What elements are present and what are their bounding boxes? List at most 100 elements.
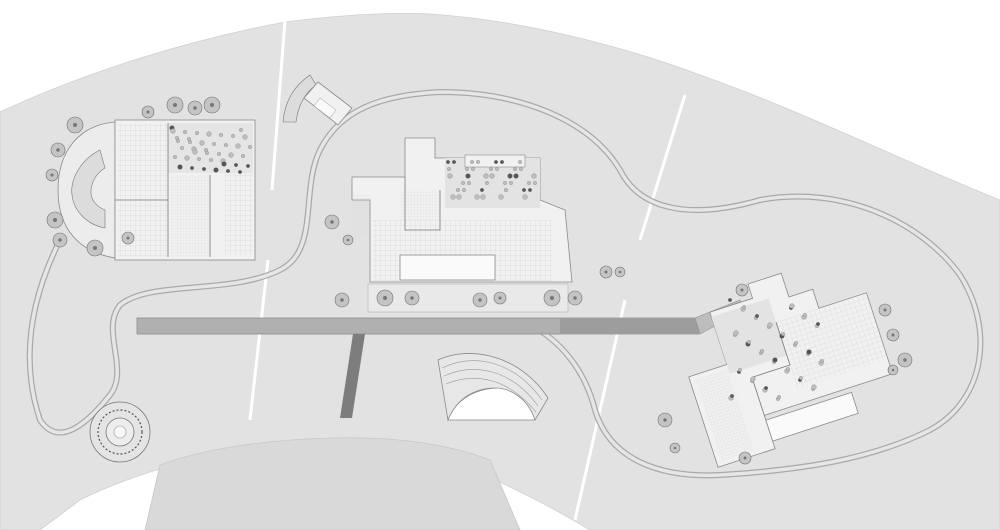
shrub-icon [184,155,190,161]
tree-icon [669,442,681,454]
shrub-icon [528,188,532,192]
shrub-icon [462,188,466,192]
shrub-icon [495,167,499,171]
shrub-icon [234,163,238,167]
shrub-icon [452,160,456,164]
shrub-icon [205,151,209,155]
shrub-icon [730,394,734,398]
promenade-deck-east [560,318,699,334]
shrub-icon [786,367,790,371]
shrub-icon [747,340,751,344]
divider-east-lower [573,299,627,521]
shrub-icon [461,181,465,185]
shrub-icon [447,167,451,171]
tree-icon [66,116,84,134]
shrub-icon [760,349,764,353]
shrub-icon [199,140,205,146]
shrub-icon [239,128,243,132]
shrub-icon [811,384,817,390]
shrub-icon [767,322,773,328]
shrub-icon [772,357,778,363]
shrub-icon [235,143,241,149]
shrub-icon [188,140,192,144]
shrub-icon [755,314,759,318]
shrub-icon [470,160,474,164]
shrub-icon [238,170,242,174]
tree-icon [887,364,899,376]
shrub-icon [777,395,781,399]
shrub-icon [224,143,228,147]
shrub-icon [519,167,523,171]
shrub-icon [820,359,824,363]
west-villa [57,119,256,261]
tree-icon [735,283,749,297]
tree-icon [376,289,394,307]
shrub-icon [789,303,795,309]
shrub-icon [728,298,732,302]
amphitheatre [437,353,549,422]
central-villa-pool [399,254,496,281]
shrub-icon [531,173,537,179]
tree-icon [324,214,340,230]
shrub-icon [794,341,798,345]
shrub-icon [764,386,768,390]
tree-icon [50,142,66,158]
tree-icon [46,211,64,229]
shrub-icon [176,139,180,143]
shrub-icon [467,181,471,185]
tree-icon [45,168,59,182]
shrub-icon [190,166,194,170]
shrub-icon [447,173,453,179]
round-pavilion [89,401,151,463]
tree-icon [567,290,583,306]
shrub-icon [799,376,803,380]
shrub-icon [465,173,471,179]
shrub-icon [507,173,513,179]
tree-icon [878,303,892,317]
shrub-icon [456,194,462,200]
shrub-icon [733,330,739,336]
shrub-icon [209,158,213,162]
tree-icon [121,231,135,245]
tree-icon [614,266,626,278]
shrub-icon [219,133,223,137]
shrub-icon [738,368,742,372]
shrub-icon [518,160,522,164]
shrub-icon [474,194,480,200]
central-villa-front-yard [367,283,569,313]
east-villa-garden-roof [711,298,787,375]
tree-icon [657,412,673,428]
shrub-icon [494,160,498,164]
shrub-icon [446,160,450,164]
divider-east-upper [638,94,687,241]
shrub-icon [246,164,250,168]
shrub-icon [221,161,227,167]
shrub-icon [483,173,489,179]
shrub-icon [806,349,812,355]
tree-icon [738,451,752,465]
zone-dividers [248,19,687,521]
divider-west [270,19,287,191]
tree-icon [187,100,203,116]
shrub-icon [241,154,245,158]
shrub-icon [750,376,756,382]
shrub-icon [170,128,176,134]
shrub-icon [192,149,198,155]
shrub-icon [183,130,187,134]
shrub-icon [509,181,513,185]
shrub-icon [177,164,183,170]
tree-icon [543,289,561,307]
divider-west-lower [248,259,270,421]
shrub-icon [465,167,469,171]
shrub-icon [816,322,820,326]
shrub-icon [742,305,746,309]
tree-icon [472,292,488,308]
shrub-icon [213,167,219,173]
tree-icon [404,290,420,306]
tree-icon [493,291,507,305]
shrub-icon [513,173,519,179]
shrub-icon [231,134,235,138]
shrub-icon [500,160,504,164]
